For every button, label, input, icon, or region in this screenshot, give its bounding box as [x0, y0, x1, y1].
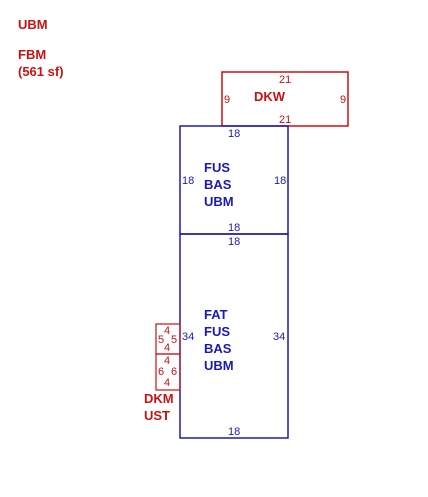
dkw-dim-bottom: 21	[279, 114, 291, 126]
fat-dim-top: 18	[228, 236, 240, 248]
dkm-lower-dim-top: 4	[164, 355, 170, 367]
fus-upper-dim-top: 18	[228, 128, 240, 140]
fus-upper-label-3: UBM	[204, 194, 234, 209]
fus-upper-label-1: FUS	[204, 160, 230, 175]
dkm-upper-dim-right: 5	[171, 334, 177, 346]
fat-label-3: BAS	[204, 341, 232, 356]
fat-outline	[179, 233, 289, 439]
fat-dim-left: 34	[182, 331, 194, 343]
dkm-lower-outline	[155, 353, 181, 391]
dkm-upper-dim-bottom: 4	[164, 342, 170, 354]
dkw-dim-right: 9	[340, 94, 346, 106]
header-line-fbm: FBM	[18, 47, 47, 62]
dkm-upper-dim-top: 4	[164, 325, 170, 337]
dkw-dim-top: 21	[279, 74, 291, 86]
dkm-lower-dim-bottom: 4	[164, 377, 170, 389]
dkm-label-2: UST	[144, 408, 170, 423]
fus-upper-label-2: BAS	[204, 177, 232, 192]
dkm-lower-dim-left: 6	[158, 366, 164, 378]
fus-upper-outline	[179, 125, 289, 235]
fat-dim-bottom: 18	[228, 426, 240, 438]
header-line-ubm: UBM	[18, 17, 48, 32]
fus-upper-dim-bottom: 18	[228, 222, 240, 234]
fat-label-2: FUS	[204, 324, 230, 339]
fus-upper-dim-right: 18	[274, 175, 286, 187]
fat-label-1: FAT	[204, 307, 228, 322]
fat-label-4: UBM	[204, 358, 234, 373]
dkw-dim-left: 9	[224, 94, 230, 106]
dkm-upper-dim-left: 5	[158, 334, 164, 346]
dkm-label-1: DKM	[144, 391, 174, 406]
fus-upper-dim-left: 18	[182, 175, 194, 187]
header-line-area: (561 sf)	[18, 64, 64, 79]
fat-dim-right: 34	[273, 331, 285, 343]
dkw-label: DKW	[254, 89, 286, 104]
dkm-lower-dim-right: 6	[171, 366, 177, 378]
